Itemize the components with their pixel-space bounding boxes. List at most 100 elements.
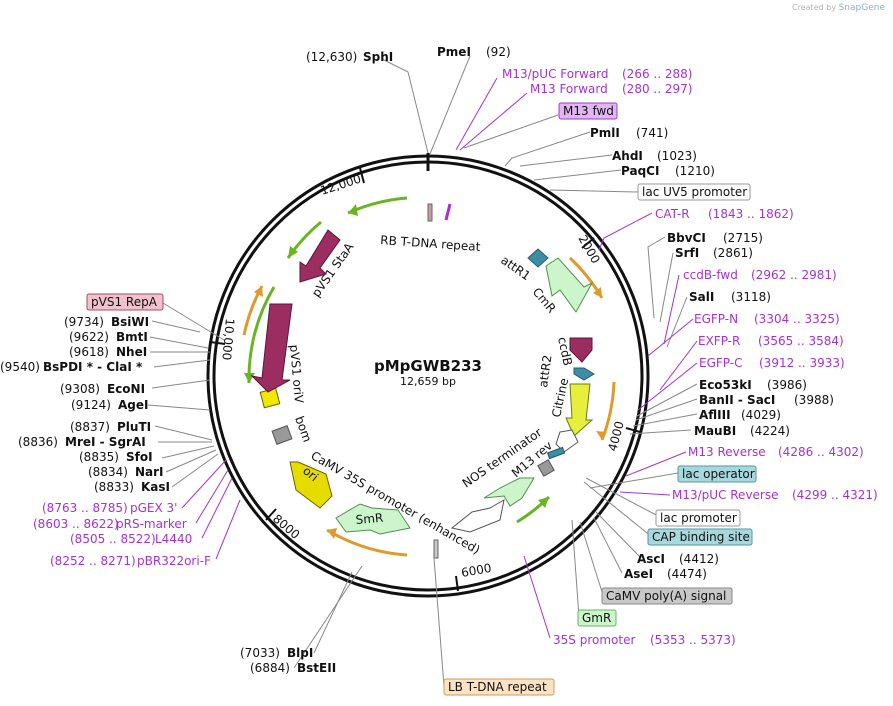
- afliii-pos: (4029): [741, 408, 781, 422]
- attr1-shape: [527, 248, 549, 268]
- plasmid-size: 12,659 bp: [400, 375, 456, 388]
- lac-operator-text: lac operator: [682, 467, 755, 481]
- paqci-label: PaqCI: [621, 164, 659, 178]
- pmei-pos: (92): [486, 45, 511, 59]
- primer-35s-promoter-range: (5353 .. 5373): [650, 633, 736, 647]
- lb-tdna-repeat-box: [433, 539, 439, 559]
- pmli-pos: (741): [636, 126, 668, 140]
- bsiwi-label: BsiWI: [111, 315, 149, 329]
- primer-l4440: L4440: [155, 532, 192, 546]
- m13-rev-box: [537, 459, 555, 477]
- plasmid-backbone: [206, 153, 650, 598]
- left-labels: pVS1 RepA (9734) BsiWI (9622) BmtI (9618…: [0, 293, 211, 568]
- sphi-pos: (12,630): [306, 50, 357, 64]
- primer-m13-puc-reverse: M13/pUC Reverse: [672, 488, 779, 502]
- plasmid-name: pMpGWB233: [374, 357, 482, 375]
- attr2-shape: [573, 367, 595, 381]
- label-attr2: attR2: [536, 354, 554, 388]
- maubi-label: MauBI: [694, 424, 736, 438]
- ccdb-shape: [569, 337, 593, 363]
- primer-prs-marker: pRS-marker: [116, 517, 187, 531]
- leader-lines: [147, 55, 698, 687]
- gmr-shape: [483, 477, 535, 507]
- sphi-label: SphI: [363, 50, 393, 64]
- pvs1-repa-shape: [250, 303, 293, 393]
- bbvci-pos: (2715): [723, 231, 763, 245]
- asci-label: AscI: [637, 552, 665, 566]
- gmr-box: [577, 609, 617, 627]
- right-labels: PmlI (741) AhdI (1023) PaqCI (1210) lac …: [553, 126, 878, 647]
- primer-l4440-range: (8505 .. 8522): [70, 532, 156, 546]
- label-smr: SmR: [355, 511, 384, 527]
- camv-polya-box: [601, 587, 733, 605]
- asci-pos: (4412): [679, 552, 719, 566]
- primer-egfp-n: EGFP-N: [694, 312, 738, 326]
- bmti-label: BmtI: [116, 330, 148, 344]
- pvs1-staa-shape: [299, 229, 341, 283]
- primer-exfp-r-range: (3565 .. 3584): [758, 334, 844, 348]
- feature-labels: RB T-DNA repeat attR1 CmR ccdB attR2 Cit…: [287, 233, 575, 557]
- blpi-label: BlpI: [287, 646, 313, 660]
- label-rb-tdna-repeat: RB T-DNA repeat: [380, 233, 481, 254]
- smr-shape: [335, 503, 411, 535]
- lb-tdna-repeat-text: LB T-DNA repeat: [448, 680, 547, 694]
- pluti-pos: (8837): [70, 420, 110, 434]
- primer-cat-r: CAT-R: [655, 207, 690, 221]
- kasi-pos: (8833): [94, 480, 134, 494]
- label-bom: bom: [292, 414, 314, 444]
- bspdi-clai-pos: (9540): [0, 360, 40, 374]
- orf-arrows: [242, 196, 616, 557]
- rb-tdna-repeat-box: [427, 203, 433, 222]
- agei-label: AgeI: [118, 398, 148, 412]
- m13-fwd-primer-mark: [444, 203, 452, 221]
- pluti-label: PluTI: [117, 420, 151, 434]
- primer-exfp-r: EXFP-R: [698, 334, 740, 348]
- m13-fwd-text: M13 fwd: [563, 104, 614, 118]
- bom-box: [271, 425, 293, 445]
- ahdi-pos: (1023): [657, 149, 697, 163]
- label-pvs1-oriv: pVS1 oriV: [287, 344, 306, 404]
- lac-promoter-box: [655, 509, 741, 527]
- credit-prefix: Created by: [792, 3, 837, 12]
- primer-m13-puc-forward-range: (266 .. 288): [622, 67, 692, 81]
- agei-pos: (9124): [71, 398, 111, 412]
- lac-operator-mark: [546, 446, 566, 460]
- primer-ccdb-fwd: ccdB-fwd: [683, 268, 738, 282]
- afliii-label: AflIII: [699, 408, 731, 422]
- camv-polya-text: CaMV poly(A) signal: [606, 589, 726, 603]
- primer-prs-marker-range: (8603 .. 8622): [33, 517, 119, 531]
- pvs1-repa-text: pVS1 RepA: [91, 295, 158, 309]
- blpi-pos: (7033): [240, 646, 280, 660]
- primer-m13-reverse-range: (4286 .. 4302): [778, 445, 864, 459]
- primer-m13-reverse: M13 Reverse: [688, 445, 766, 459]
- lac-uv5-text: lac UV5 promoter: [642, 185, 747, 199]
- asei-pos: (4474): [667, 567, 707, 581]
- kasi-label: KasI: [141, 480, 170, 494]
- nhei-label: NheI: [116, 345, 147, 359]
- pvs1-repa-box: [86, 293, 164, 311]
- snapgene-logo: SnapGene: [838, 3, 885, 13]
- outer-labels: (12,630) SphI PmeI (92) M13/pUC Forward …: [306, 45, 692, 96]
- primer-ccdb-fwd-range: (2962 .. 2981): [751, 268, 837, 282]
- srfi-label: SrfI: [675, 246, 699, 260]
- primer-m13-puc-reverse-range: (4299 .. 4321): [792, 488, 878, 502]
- label-camv-35s-promoter: CaMV 35S promoter (enhanced): [309, 448, 483, 557]
- lac-promoter-text: lac promoter: [660, 511, 737, 525]
- pmei-label: PmeI: [437, 45, 471, 59]
- tick-6000: 6000: [460, 561, 493, 580]
- nhei-pos: (9618): [69, 345, 109, 359]
- cap-binding-site-text: CAP binding site: [652, 530, 750, 544]
- sfoi-label: SfoI: [126, 450, 153, 464]
- primer-egfp-c: EGFP-C: [699, 356, 742, 370]
- mrei-sgrai-pos: (8836): [18, 435, 58, 449]
- bspdi-clai-label: BsPDI * - ClaI *: [43, 360, 143, 374]
- bsiwi-pos: (9734): [64, 315, 104, 329]
- primer-pbr322ori-f-range: (8252 .. 8271): [50, 554, 136, 568]
- paqci-pos: (1210): [675, 164, 715, 178]
- bottom-labels: (7033) BlpI (6884) BstEII LB T-DNA repea…: [240, 646, 555, 696]
- bbvci-label: BbvCI: [667, 231, 706, 245]
- eco53ki-pos: (3986): [767, 378, 807, 392]
- econi-pos: (9308): [60, 382, 100, 396]
- srfi-pos: (2861): [713, 246, 753, 260]
- boxed-m13-fwd: M13 fwd: [558, 102, 618, 120]
